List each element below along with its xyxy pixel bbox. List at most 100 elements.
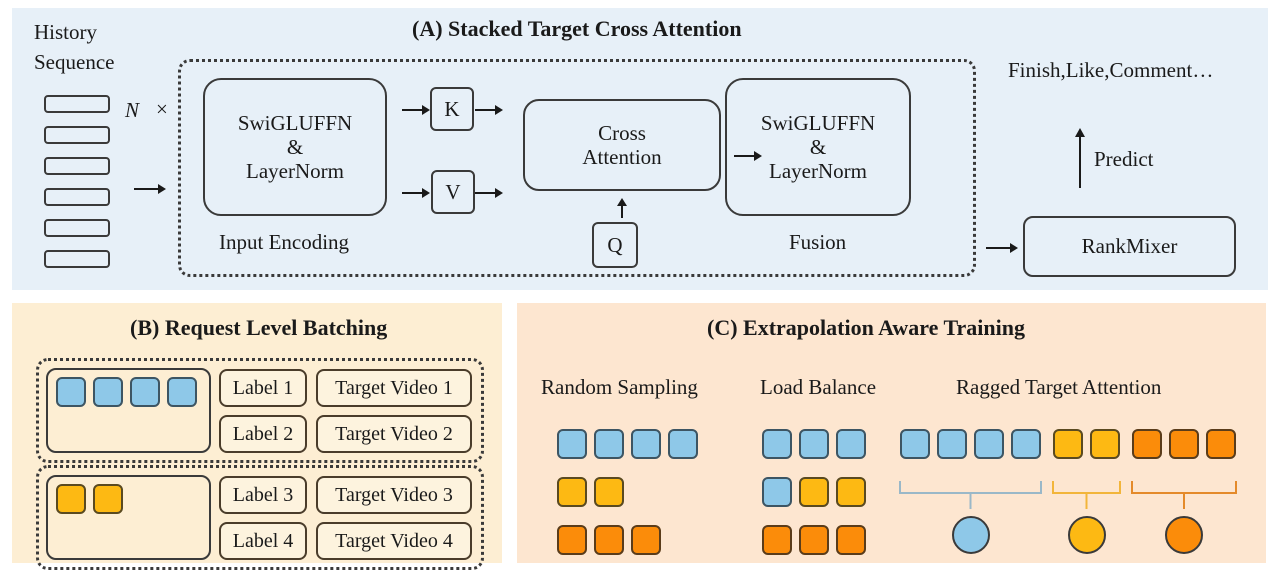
arrow-right-icon bbox=[402, 105, 430, 115]
cross-attention-line2: Attention bbox=[582, 145, 662, 169]
history-item bbox=[44, 188, 110, 206]
input-encoding-block: SwiGLUFFN & LayerNorm bbox=[203, 78, 387, 216]
ragged-attention-token bbox=[1132, 429, 1162, 459]
panel-b-title: (B) Request Level Batching bbox=[130, 315, 388, 340]
target-video-box: Target Video 3 bbox=[316, 476, 472, 514]
arrow-right-icon bbox=[734, 151, 762, 161]
history-item bbox=[44, 250, 110, 268]
arrow-right-icon bbox=[402, 188, 430, 198]
ragged-attention-token bbox=[1090, 429, 1120, 459]
label-box: Label 1 bbox=[219, 369, 307, 407]
target-video-text: Target Video 2 bbox=[335, 422, 453, 445]
input-block-line3: LayerNorm bbox=[246, 159, 344, 184]
arrow-right-icon bbox=[475, 188, 503, 198]
history-sequence-label-line1: History bbox=[34, 20, 97, 44]
pooled-output-circle bbox=[1165, 516, 1203, 554]
pooled-output-circle bbox=[1067, 516, 1106, 554]
repeat-n-label: N bbox=[125, 98, 140, 122]
arrow-right-icon bbox=[134, 184, 166, 194]
fusion-caption: Fusion bbox=[789, 230, 847, 254]
query-label: Q bbox=[607, 232, 623, 257]
panel-extrapolation-aware-training: (C) Extrapolation Aware Training Random … bbox=[517, 303, 1266, 563]
history-token bbox=[93, 377, 123, 407]
history-token-container bbox=[46, 368, 211, 453]
ragged-attention-token bbox=[974, 429, 1004, 459]
group-brace-icon bbox=[1131, 481, 1237, 509]
ragged-attention-token bbox=[937, 429, 967, 459]
load-balance-label: Load Balance bbox=[760, 375, 877, 399]
value-label: V bbox=[445, 179, 461, 204]
group-brace-icon bbox=[1052, 481, 1121, 509]
target-video-box: Target Video 1 bbox=[316, 369, 472, 407]
ragged-attention-token bbox=[1011, 429, 1041, 459]
fusion-block-line3: LayerNorm bbox=[769, 159, 867, 184]
cross-attention-block: Cross Attention bbox=[523, 99, 721, 191]
label-text: Label 2 bbox=[232, 422, 294, 445]
random-sampling-token bbox=[631, 429, 661, 459]
input-block-line2: & bbox=[286, 134, 304, 159]
input-block-line1: SwiGLUFFN bbox=[237, 110, 353, 135]
history-item bbox=[44, 157, 110, 175]
load-balance-token bbox=[836, 477, 866, 507]
ragged-attention-token bbox=[1053, 429, 1083, 459]
request-group bbox=[36, 358, 484, 463]
random-sampling-token bbox=[557, 525, 587, 555]
fusion-block-line1: SwiGLUFFN bbox=[760, 110, 876, 135]
fusion-block-line2: & bbox=[809, 134, 827, 159]
history-sequence-label-line2: Sequence bbox=[34, 50, 115, 74]
load-balance-token bbox=[762, 429, 792, 459]
history-token bbox=[167, 377, 197, 407]
target-video-box: Target Video 2 bbox=[316, 415, 472, 453]
history-item bbox=[44, 95, 110, 113]
load-balance-token bbox=[799, 429, 829, 459]
query-box: Q bbox=[592, 222, 638, 268]
load-balance-token bbox=[799, 477, 829, 507]
rankmixer-label: RankMixer bbox=[1081, 234, 1178, 259]
cross-attention-line1: Cross bbox=[598, 120, 646, 145]
random-sampling-token bbox=[594, 525, 624, 555]
value-box: V bbox=[431, 170, 475, 214]
label-box: Label 2 bbox=[219, 415, 307, 453]
rankmixer-block: RankMixer bbox=[1023, 216, 1236, 277]
arrow-up-icon bbox=[1075, 128, 1085, 188]
history-token bbox=[56, 484, 86, 514]
history-token bbox=[56, 377, 86, 407]
pooled-output-circle bbox=[951, 516, 990, 554]
label-text: Label 3 bbox=[232, 483, 294, 506]
load-balance-token bbox=[799, 525, 829, 555]
load-balance-token bbox=[836, 429, 866, 459]
random-sampling-token bbox=[594, 477, 624, 507]
ragged-target-attention-label: Ragged Target Attention bbox=[956, 375, 1162, 399]
ragged-attention-token bbox=[1169, 429, 1199, 459]
history-token bbox=[130, 377, 160, 407]
random-sampling-token bbox=[557, 429, 587, 459]
label-text: Label 4 bbox=[232, 529, 294, 552]
random-sampling-token bbox=[594, 429, 624, 459]
key-box: K bbox=[430, 87, 474, 131]
group-brace-icon bbox=[899, 481, 1042, 509]
predict-label: Predict bbox=[1094, 147, 1154, 171]
history-item bbox=[44, 219, 110, 237]
random-sampling-label: Random Sampling bbox=[541, 375, 698, 399]
prediction-targets-label: Finish,Like,Comment… bbox=[1008, 58, 1214, 82]
fusion-block: SwiGLUFFN & LayerNorm bbox=[725, 78, 911, 216]
panel-stacked-target-cross-attention: (A) Stacked Target Cross Attention Histo… bbox=[12, 8, 1268, 290]
ragged-attention-token bbox=[900, 429, 930, 459]
repeat-times-symbol: × bbox=[156, 97, 168, 121]
ragged-attention-token bbox=[1206, 429, 1236, 459]
label-box: Label 3 bbox=[219, 476, 307, 514]
panel-c-title: (C) Extrapolation Aware Training bbox=[707, 315, 1025, 340]
random-sampling-token bbox=[557, 477, 587, 507]
history-token bbox=[93, 484, 123, 514]
key-label: K bbox=[444, 96, 460, 121]
random-sampling-token bbox=[668, 429, 698, 459]
input-encoding-caption: Input Encoding bbox=[219, 230, 350, 254]
target-video-box: Target Video 4 bbox=[316, 522, 472, 560]
arrow-up-icon bbox=[617, 198, 627, 218]
history-item bbox=[44, 126, 110, 144]
load-balance-token bbox=[762, 477, 792, 507]
load-balance-token bbox=[836, 525, 866, 555]
arrow-right-icon bbox=[986, 243, 1018, 253]
stacked-layer-block bbox=[178, 59, 976, 277]
